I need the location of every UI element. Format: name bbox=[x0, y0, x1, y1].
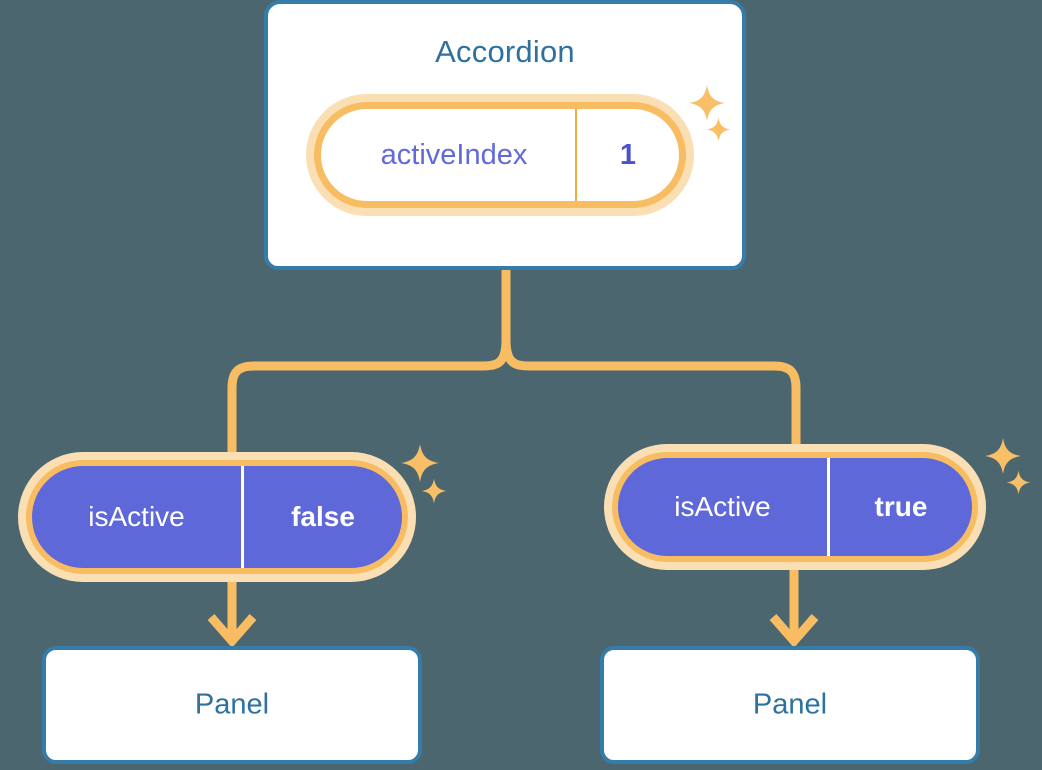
state-value-label: false bbox=[291, 501, 355, 532]
connector-to-left-branch bbox=[227, 335, 511, 457]
state-value-label: 1 bbox=[619, 138, 637, 171]
state-pill-isactive-true[interactable]: isActive true bbox=[604, 444, 986, 570]
page-title: Accordion bbox=[435, 34, 575, 69]
panel-card-right[interactable]: Panel bbox=[600, 646, 980, 764]
arrow-down-icon-left bbox=[207, 614, 257, 648]
arrow-down-icon-right bbox=[769, 614, 819, 648]
sparkle-icon-left-small bbox=[421, 478, 447, 504]
state-key-label: activeIndex bbox=[321, 109, 577, 201]
sparkle-icon-right-large bbox=[984, 437, 1022, 475]
state-pill-ring: activeIndex 1 bbox=[314, 102, 686, 208]
state-value-label: true bbox=[874, 491, 928, 522]
state-pill-face: activeIndex 1 bbox=[321, 109, 679, 201]
state-pill-face: isActive true bbox=[618, 458, 972, 556]
state-pill-activeindex[interactable]: activeIndex 1 bbox=[306, 94, 694, 216]
state-pill-face: isActive false bbox=[32, 466, 402, 568]
sparkle-icon-left-large bbox=[400, 443, 440, 483]
state-pill-ring: isActive false bbox=[26, 460, 408, 574]
state-pill-isactive-false[interactable]: isActive false bbox=[18, 452, 416, 582]
connector-to-right-branch bbox=[501, 335, 801, 455]
state-key-label: isActive bbox=[32, 466, 244, 568]
panel-card-left[interactable]: Panel bbox=[42, 646, 422, 764]
panel-title-left: Panel bbox=[194, 688, 270, 721]
panel-title-right: Panel bbox=[752, 688, 828, 721]
state-pill-ring: isActive true bbox=[612, 452, 978, 562]
sparkle-icon-right-small bbox=[1006, 470, 1031, 495]
state-key-label: isActive bbox=[618, 458, 830, 556]
